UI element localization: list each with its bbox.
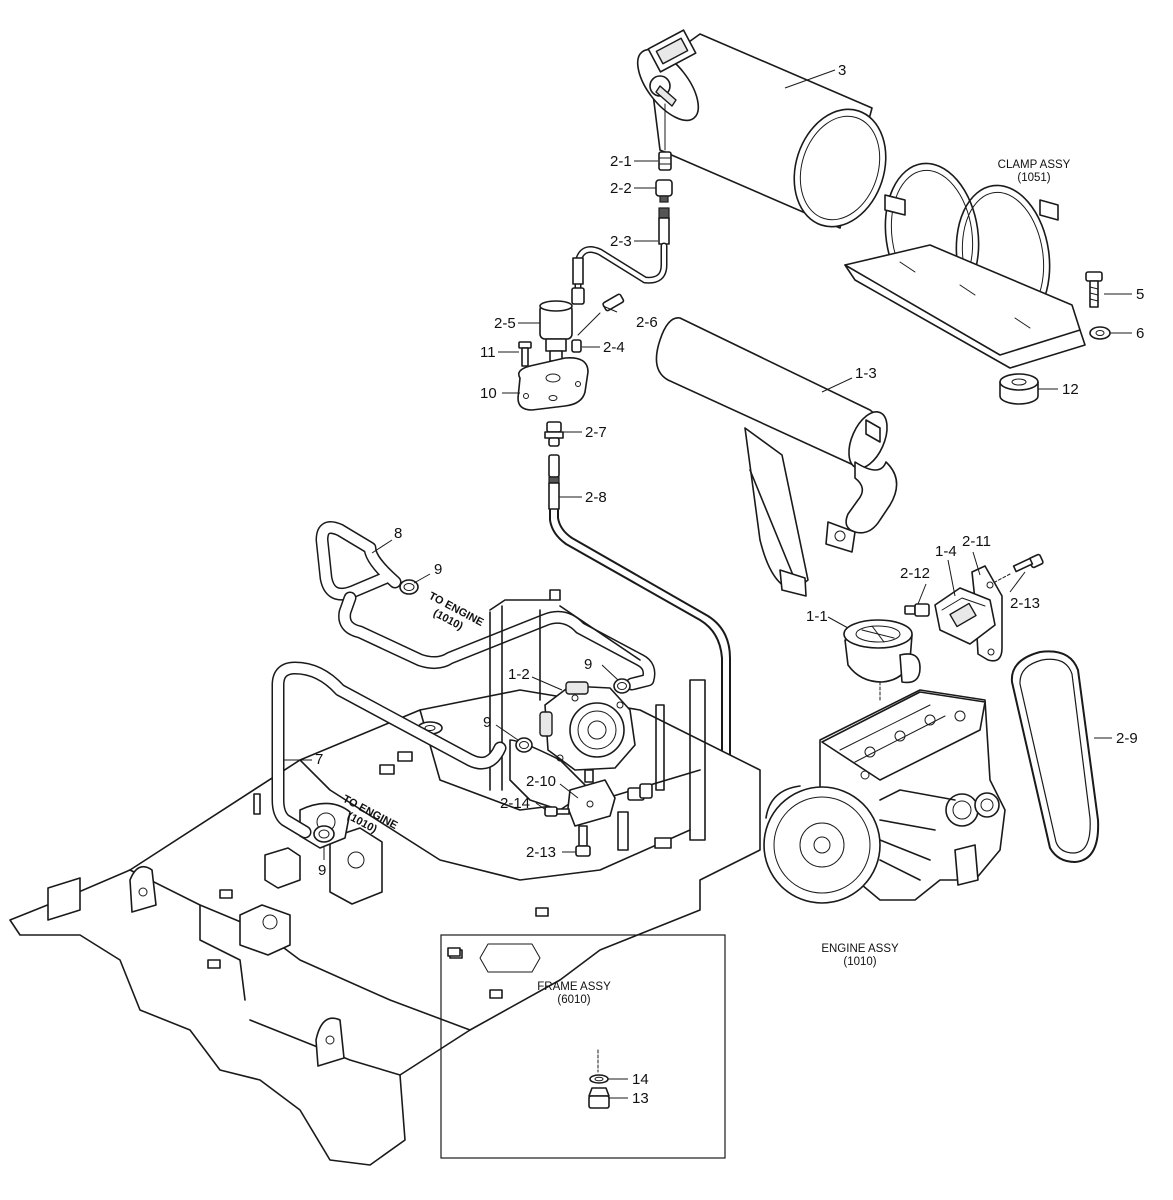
fitting-2-4 — [571, 339, 582, 353]
solenoid-valve-2-5 — [539, 300, 573, 362]
hose-clamp-9b — [613, 678, 631, 694]
callout-2-11: 2-11 — [962, 533, 991, 550]
washer-6 — [1089, 326, 1111, 340]
hose-8 — [315, 521, 656, 691]
callout-1-1: 1-1 — [806, 608, 828, 625]
frame-assy-number: (6010) — [557, 994, 590, 1006]
callout-2-9: 2-9 — [1116, 730, 1138, 747]
callout-2-10: 2-10 — [526, 773, 556, 790]
callout-3: 3 — [838, 62, 846, 79]
rubber-mount-12 — [999, 373, 1039, 405]
muffler-1-3 — [655, 317, 898, 597]
sensor-1-4 — [934, 587, 996, 645]
callout-11: 11 — [480, 344, 496, 361]
hose-clamp-9a — [399, 579, 419, 595]
engine-assembly — [763, 689, 1006, 904]
callout-1-4: 1-4 — [935, 543, 957, 560]
plug-13 — [588, 1087, 610, 1109]
fitting-2-1 — [658, 151, 672, 171]
callout-9-lower: 9 — [318, 862, 326, 879]
regulator-1-2 — [539, 681, 636, 783]
callout-9-upper: 9 — [434, 561, 442, 578]
leader-lines — [284, 69, 1132, 1099]
callout-2-4: 2-4 — [603, 339, 625, 356]
clamp-assy-number: (1051) — [1017, 172, 1050, 184]
adapter-2-2 — [655, 179, 673, 203]
callout-6: 6 — [1136, 325, 1144, 342]
hose-clamp-9d — [313, 825, 335, 843]
belt-2-9 — [1010, 650, 1100, 863]
mixer-1-1 — [843, 619, 921, 701]
to-engine-note-upper: TO ENGINE (1010) — [427, 590, 486, 633]
bolt-5 — [1085, 271, 1103, 308]
callout-1-2: 1-2 — [508, 666, 530, 683]
callout-8: 8 — [394, 525, 402, 542]
frame-assy-label: FRAME ASSY — [537, 981, 611, 993]
callout-2-3: 2-3 — [610, 233, 632, 250]
washer-14 — [589, 1074, 609, 1084]
callout-10: 10 — [480, 385, 497, 402]
callout-12: 12 — [1062, 381, 1079, 398]
connector-2-6 — [577, 293, 625, 336]
fitting-2-12 — [904, 603, 930, 617]
callout-5: 5 — [1136, 286, 1144, 303]
bracket-plate-10 — [517, 356, 589, 411]
callout-2-13-upper: 2-13 — [1010, 595, 1040, 612]
callout-2-13-lower: 2-13 — [526, 844, 556, 861]
clamp-assembly — [844, 162, 1086, 369]
callout-1-3: 1-3 — [855, 365, 877, 382]
fitting-near-hose — [617, 783, 653, 851]
lpg-tank — [636, 29, 887, 229]
upright-support — [489, 589, 706, 841]
callout-2-7: 2-7 — [585, 424, 607, 441]
callout-14: 14 — [632, 1071, 649, 1088]
engine-assy-number: (1010) — [843, 956, 876, 968]
callout-2-5: 2-5 — [494, 315, 516, 332]
callout-2-2: 2-2 — [610, 180, 632, 197]
hose-7 — [271, 661, 507, 839]
callout-9-middle: 9 — [483, 714, 491, 731]
bolt-2-13b — [994, 553, 1044, 583]
hose-2-3 — [571, 207, 670, 305]
callout-13: 13 — [632, 1090, 649, 1107]
hose-clamp-9c — [515, 737, 533, 753]
fitting-2-7 — [544, 421, 564, 447]
engine-assy-label: ENGINE ASSY — [821, 943, 899, 955]
callout-2-8: 2-8 — [585, 489, 607, 506]
clamp-assy-label: CLAMP ASSY — [998, 159, 1071, 171]
bolt-2-13a — [575, 825, 591, 857]
callout-2-6: 2-6 — [636, 314, 658, 331]
callout-2-12: 2-12 — [900, 565, 930, 582]
callout-2-1: 2-1 — [610, 153, 632, 170]
bolt-2-14 — [544, 806, 570, 817]
drain-plate-detail — [447, 943, 599, 1073]
bracket-2-10 — [567, 779, 616, 827]
frame-assy-detail-box — [440, 934, 726, 1159]
callout-7: 7 — [315, 751, 323, 768]
callout-9-right: 9 — [584, 656, 592, 673]
callout-2-14: 2-14 — [500, 795, 530, 812]
